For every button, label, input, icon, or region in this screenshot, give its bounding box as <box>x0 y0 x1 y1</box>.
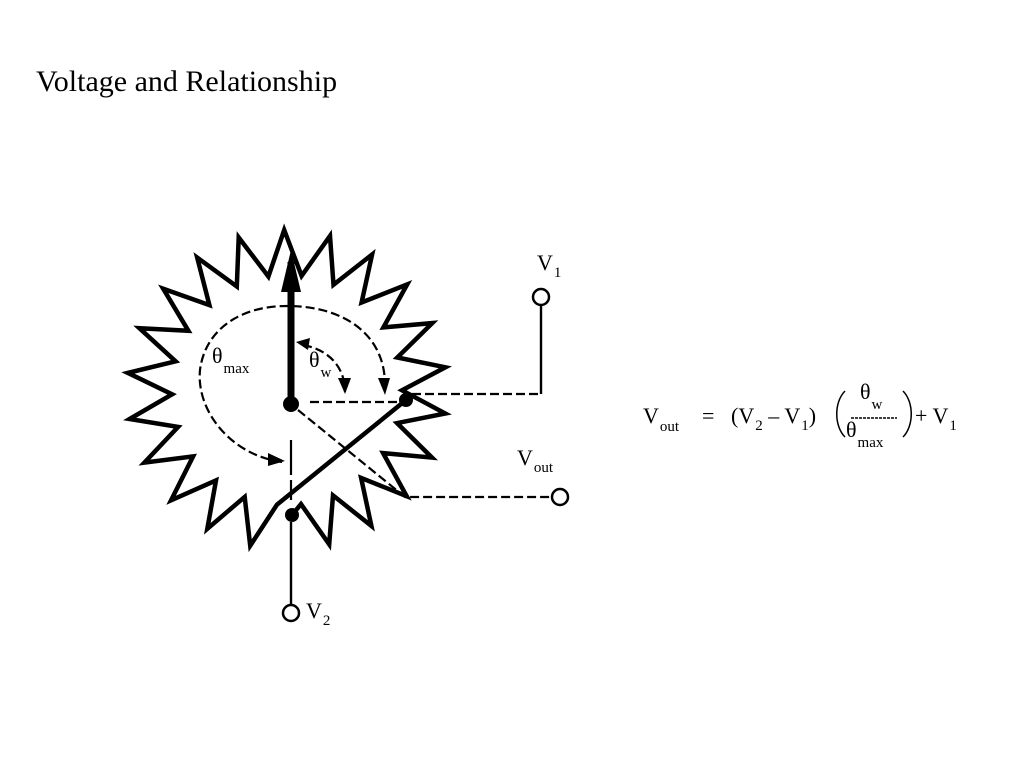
v1-track-terminal <box>399 393 413 407</box>
theta-w-arrowhead-start <box>296 338 310 350</box>
svg-text:=: = <box>702 403 714 428</box>
fraction-left-paren <box>836 390 846 438</box>
theta-max-arc <box>198 304 387 464</box>
theta-max-arrowhead <box>268 453 285 466</box>
v2-track-terminal <box>285 508 299 522</box>
vout-terminal <box>550 487 570 507</box>
label-v1: V1 <box>537 250 561 281</box>
label-v2: V2 <box>306 598 330 629</box>
wiper-pivot <box>283 396 299 412</box>
page-title: Voltage and Relationship <box>36 65 338 98</box>
output-voltage-equation: Vout = (V2 – V1) θw θmax + V1 <box>643 379 957 451</box>
resistive-track <box>121 223 453 553</box>
label-vout: Vout <box>517 445 554 476</box>
theta-w-arrowhead-end <box>338 378 351 394</box>
theta-w-arc <box>302 343 347 393</box>
svg-text:(V2 – V1): (V2 – V1) <box>731 403 816 434</box>
svg-text:θw: θw <box>860 379 883 413</box>
v2-terminal <box>281 603 301 623</box>
svg-text:+ V1: + V1 <box>915 403 957 434</box>
theta-max-end-arrowhead <box>378 378 390 395</box>
label-theta-w: θw <box>309 347 332 381</box>
fraction-right-paren <box>902 390 912 438</box>
vout-wire <box>297 409 552 499</box>
svg-text:Vout: Vout <box>643 403 680 435</box>
wiper-arrowhead <box>281 250 301 292</box>
v1-terminal <box>531 287 551 307</box>
svg-text:θmax: θmax <box>846 417 884 451</box>
label-theta-max: θmax <box>212 343 250 377</box>
